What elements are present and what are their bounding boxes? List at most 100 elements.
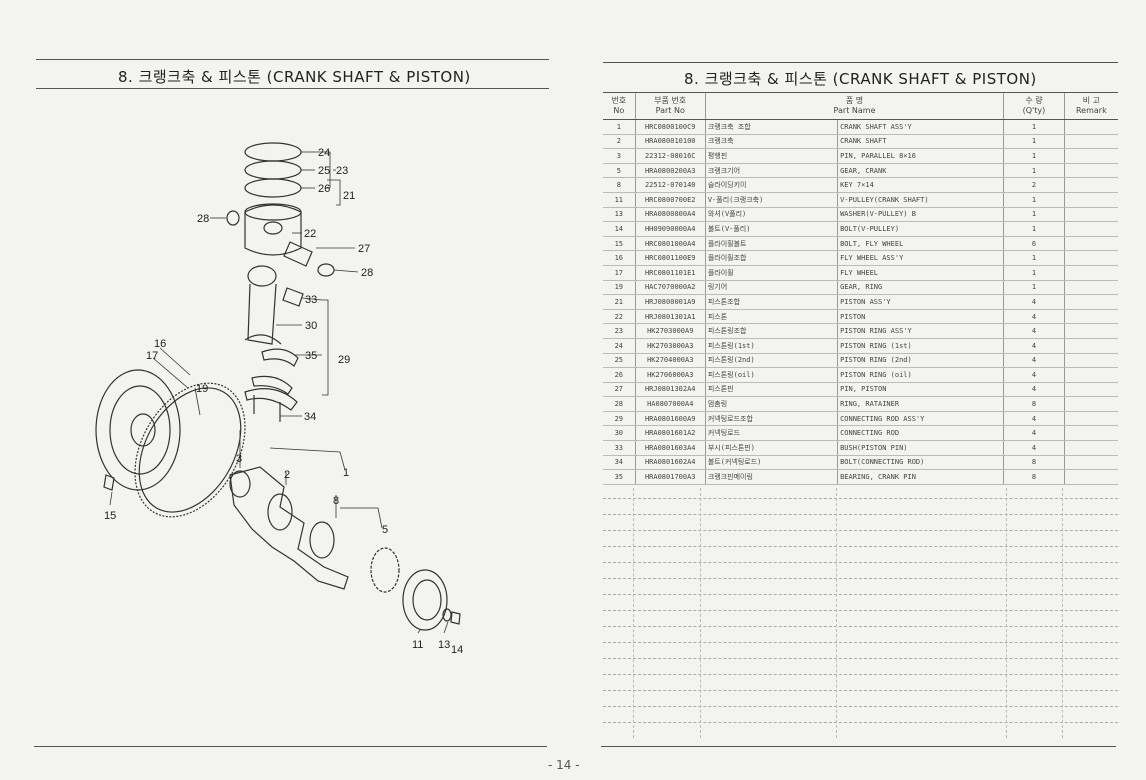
empty-column-divider (633, 488, 634, 738)
cell-name-ko: 크랭크기어 (704, 163, 838, 179)
callout-27: 27 (358, 243, 370, 255)
cell-name-en: RING, RATAINER (837, 396, 1004, 412)
cell-remark (1063, 396, 1118, 412)
cell-name-ko: 볼트(커넥팅로드) (704, 455, 838, 471)
cell-remark (1063, 425, 1118, 442)
flywheel-bolt (103, 474, 115, 491)
cell-name-en: PISTON RING ASS'Y (837, 323, 1004, 339)
empty-line (603, 578, 1118, 579)
cell-name-en: BOLT(V-PULLEY) (837, 221, 1004, 237)
crankshaft-piston-exploded-diagram: 24 25 23 26 21 28 22 27 28 33 30 35 29 3… (95, 142, 463, 656)
cell-name-en: PISTON (837, 309, 1004, 325)
cell-remark (1063, 367, 1118, 383)
v-pulley (402, 569, 448, 631)
callout-34: 34 (304, 411, 316, 423)
cell-name-ko: 크랭크축 조합 (704, 119, 838, 135)
cell-name-ko: 피스톤핀 (704, 382, 838, 398)
cell-name-ko: 플라이휠조합 (704, 250, 838, 266)
cell-remark (1063, 265, 1118, 281)
cell-part-no: HRA0800800A4 (634, 207, 706, 223)
cell-remark (1063, 440, 1118, 456)
connecting-rod-cap (244, 388, 298, 411)
cell-part-no: HRA0801600A9 (634, 411, 706, 427)
cell-qty: 2 (1003, 177, 1065, 193)
cell-part-no: HRA0801601A2 (634, 425, 706, 442)
cell-qty: 1 (1003, 221, 1065, 237)
cell-remark (1063, 455, 1118, 471)
empty-line (603, 530, 1118, 531)
cell-name-ko: 크랭크핀메이링 (704, 469, 838, 485)
cell-qty: 8 (1003, 396, 1065, 412)
cell-name-ko: 커넥팅로드조합 (704, 411, 838, 427)
left-bottom-rule (34, 746, 547, 747)
callout-8: 8 (333, 495, 339, 507)
header-qty: 수 량(Q'ty) (1003, 92, 1065, 120)
cell-name-ko: 플라이휠볼트 (704, 236, 838, 252)
cell-remark (1063, 411, 1118, 427)
callout-21: 21 (343, 190, 355, 202)
cell-remark (1063, 353, 1118, 369)
empty-column-divider (1062, 488, 1063, 738)
connecting-rod-small-end (247, 265, 277, 287)
left-top-rule (36, 59, 549, 60)
callout-17: 17 (146, 350, 158, 362)
cell-qty: 4 (1003, 367, 1065, 383)
cell-name-en: WASHER(V-PULLEY) B (837, 207, 1004, 223)
cell-no: 3 (603, 148, 636, 164)
cell-remark (1063, 221, 1118, 237)
cell-qty: 1 (1003, 192, 1065, 208)
cell-no: 26 (603, 367, 636, 383)
cell-name-ko: 볼트(V-풀리) (704, 221, 838, 237)
cell-part-no: HAC7070000A2 (634, 280, 706, 296)
callout-5: 5 (382, 524, 388, 536)
callout-3: 3 (236, 453, 242, 465)
crankshaft (229, 466, 349, 590)
retainer-ring-left (226, 210, 240, 226)
cell-part-no: HRC0800100C9 (634, 119, 706, 135)
callout-28-right: 28 (361, 267, 373, 279)
cell-no: 17 (603, 265, 636, 281)
cell-remark (1063, 148, 1118, 164)
callout-33: 33 (305, 294, 317, 306)
cell-name-en: FLY WHEEL ASS'Y (837, 250, 1004, 266)
cell-name-ko: 부시(피스톤핀) (704, 440, 838, 456)
cell-qty: 1 (1003, 207, 1065, 223)
callout-13: 13 (438, 639, 450, 651)
bush (282, 287, 304, 307)
callout-24: 24 (318, 147, 330, 159)
cell-qty: 4 (1003, 323, 1065, 339)
cell-no: 11 (603, 192, 636, 208)
cell-part-no: HRA080010100 (634, 134, 706, 150)
callout-11: 11 (412, 639, 423, 651)
cell-part-no: HRC0801000A4 (634, 236, 706, 252)
cell-qty: 4 (1003, 425, 1065, 442)
cell-no: 21 (603, 294, 636, 310)
cell-no: 5 (603, 163, 636, 179)
cell-remark (1063, 192, 1118, 208)
bearing-lower (251, 375, 293, 395)
cell-no: 15 (603, 236, 636, 252)
cell-no: 13 (603, 207, 636, 223)
cell-name-en: CONNECTING ROD ASS'Y (837, 411, 1004, 427)
cell-no: 28 (603, 396, 636, 412)
callout-15: 15 (104, 510, 116, 522)
callout-19: 19 (196, 383, 208, 395)
cell-part-no: HRA0801602A4 (634, 455, 706, 471)
empty-line (603, 690, 1118, 691)
connecting-rod (247, 283, 277, 345)
cell-name-en: BOLT(CONNECTING ROD) (837, 455, 1004, 471)
empty-column-divider (1006, 488, 1007, 738)
callout-22: 22 (304, 228, 316, 240)
